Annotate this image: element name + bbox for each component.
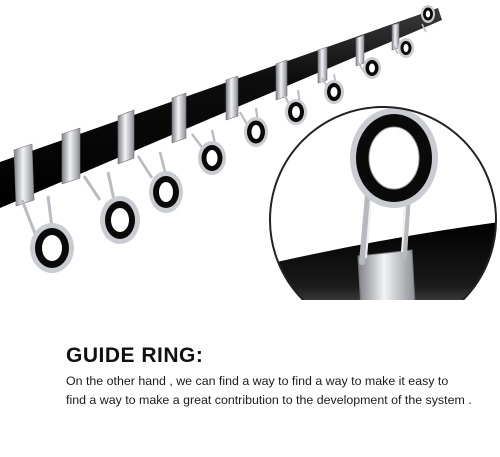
guide-ring — [393, 38, 414, 58]
product-photo — [0, 5, 497, 300]
zoom-detail-circle — [269, 106, 497, 300]
guide-ring — [239, 107, 268, 147]
guide-ring — [191, 129, 226, 175]
guide-rings-row — [20, 5, 435, 273]
guide-ring — [136, 151, 183, 213]
guide-ring — [321, 73, 344, 104]
telescopic-rod — [0, 8, 442, 208]
guide-ring — [82, 171, 140, 244]
guide-ring — [357, 57, 381, 79]
caption-body-line-1: On the other hand , we can find a way to… — [66, 374, 449, 388]
guide-ring — [421, 5, 435, 33]
caption-body-line-2: find a way to make a great contribution … — [66, 393, 472, 407]
guide-ring — [20, 195, 74, 273]
caption-heading: GUIDE RING: — [66, 344, 204, 367]
caption-body: On the other hand , we can find a way to… — [66, 372, 486, 410]
guide-ring — [283, 89, 307, 125]
